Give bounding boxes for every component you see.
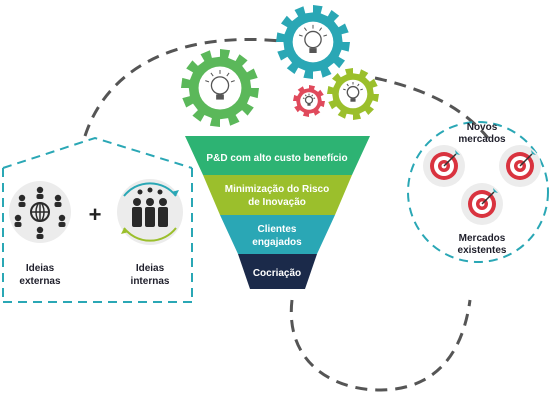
- funnel-tier-risk-text-line1: Minimização do Risco: [225, 184, 329, 195]
- target-right-icon: [499, 145, 541, 187]
- target-bottom-icon: [461, 183, 503, 225]
- external-ideas-label-line1: Ideias: [26, 263, 55, 274]
- funnel-tier-risk-text-line2: de Inovação: [248, 197, 306, 208]
- funnel-tier-cocreation: [238, 254, 317, 289]
- external-ideas-label-line2: externas: [19, 276, 61, 287]
- plus-sign: +: [89, 202, 102, 227]
- gear-teal-icon: [276, 5, 350, 79]
- new-markets-label-line1: Novos: [467, 122, 498, 133]
- funnel-tier-rd-text: P&D com alto custo benefício: [206, 153, 347, 164]
- external-ideas-icon: [9, 181, 71, 243]
- gear-green-icon: [181, 49, 259, 127]
- markets-dashed-circle: [407, 121, 549, 263]
- funnel-tier-risk: [203, 175, 352, 215]
- funnel-tier-clients-text-line1: Clientes: [258, 224, 297, 235]
- existing-markets-label-line1: Mercados: [459, 233, 506, 244]
- left-group-bracket: [2, 136, 193, 303]
- gear-lime-icon: [327, 68, 379, 120]
- gears-group: [181, 5, 379, 127]
- existing-markets-label-line2: existentes: [458, 245, 507, 256]
- target-left-icon: [423, 145, 465, 187]
- funnel-tier-clients: [220, 215, 335, 254]
- funnel-tier-rd: [185, 136, 370, 175]
- gear-red-icon: [293, 85, 325, 117]
- internal-ideas-label-line1: Ideias: [136, 263, 165, 274]
- innovation-funnel: P&D com alto custo benefício Minimização…: [185, 136, 370, 289]
- internal-ideas-icon: [117, 179, 183, 245]
- internal-ideas-label-line2: internas: [131, 276, 170, 287]
- targets-group: [423, 145, 541, 225]
- funnel-tier-clients-text-line2: engajados: [252, 237, 302, 248]
- new-markets-label-line2: mercados: [458, 134, 506, 145]
- bottom-dashed-arc: [289, 299, 472, 392]
- funnel-tier-cocreation-text: Cocriação: [253, 268, 301, 279]
- top-dashed-arc: [83, 38, 291, 137]
